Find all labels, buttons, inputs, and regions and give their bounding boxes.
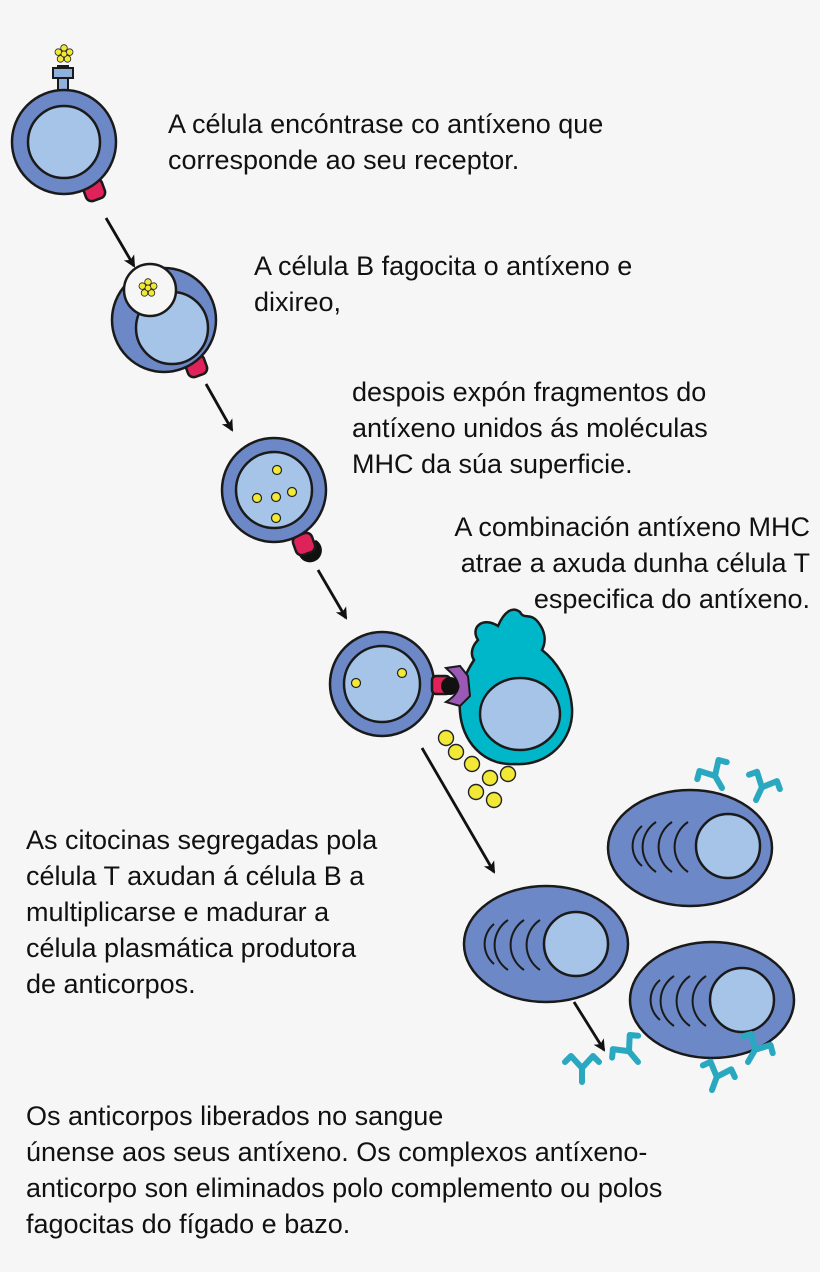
caption-line: corresponde ao seu receptor. xyxy=(168,145,520,175)
caption-step4: A combinación antíxeno MHC atrae a axuda… xyxy=(454,509,810,617)
t-helper-cell xyxy=(441,608,574,766)
caption-line: dixireo, xyxy=(254,287,342,317)
caption-line: fagocitas do fígado e bazo. xyxy=(26,1209,351,1239)
caption-line: de anticorpos. xyxy=(26,969,196,999)
b-cell-1 xyxy=(10,44,118,203)
b-cell-3 xyxy=(220,436,328,563)
caption-step1: A célula encóntrase co antíxeno que corr… xyxy=(168,106,603,178)
b-cell-nucleus xyxy=(26,104,102,180)
plasma-cell xyxy=(462,884,630,1004)
plasma-cell xyxy=(628,940,796,1060)
arrow-2 xyxy=(204,383,234,432)
caption-line: MHC da súa superficie. xyxy=(352,449,633,479)
caption-line: multiplicarse e madurar a xyxy=(26,897,330,927)
mhc-complex xyxy=(441,677,459,695)
cytokines xyxy=(437,729,517,809)
plasma-cell xyxy=(606,788,774,908)
antibody-icon xyxy=(565,1056,599,1082)
caption-line: únense aos seus antíxeno. Os complexos a… xyxy=(26,1137,648,1167)
b-cell-nucleus xyxy=(234,450,314,530)
caption-line: especifica do antíxeno. xyxy=(533,584,810,614)
antibody-icon xyxy=(696,1060,737,1096)
caption-line: anticorpo son eliminados polo complement… xyxy=(26,1173,663,1203)
caption-line: atrae a axuda dunha célula T xyxy=(460,548,810,578)
b-cell-4 xyxy=(328,630,452,738)
arrow-4 xyxy=(420,747,496,874)
caption-line: célula T axudan á célula B a xyxy=(26,861,365,891)
caption-line: A combinación antíxeno MHC xyxy=(454,512,810,542)
caption-line: A célula B fagocita o antíxeno e xyxy=(254,251,633,281)
antigen-fragment xyxy=(396,667,408,679)
antigen-fragment xyxy=(350,677,362,689)
caption-line: Os anticorpos liberados no sangue xyxy=(26,1101,444,1131)
antibody-icon xyxy=(608,1031,651,1073)
antigen-icon xyxy=(54,44,74,63)
b-cell-2 xyxy=(110,262,218,379)
caption-line: despois expón fragmentos do xyxy=(352,377,707,407)
caption-line: antíxeno unidos ás moléculas xyxy=(352,413,708,443)
caption-step3: despois expón fragmentos do antíxeno uni… xyxy=(352,374,708,482)
antigen-fragments xyxy=(251,464,298,524)
arrow-1 xyxy=(104,217,136,268)
arrow-3 xyxy=(316,569,348,620)
caption-line: A célula encóntrase co antíxeno que xyxy=(168,109,604,139)
caption-step2: A célula B fagocita o antíxeno e dixireo… xyxy=(254,248,632,320)
arrow-5 xyxy=(572,1001,606,1052)
caption-line: célula plasmática produtora xyxy=(26,933,357,963)
receptor-head xyxy=(52,67,74,79)
caption-step5: As citocinas segregadas pola célula T ax… xyxy=(26,822,377,1002)
t-cell-nucleus xyxy=(478,676,562,752)
caption-step6: Os anticorpos liberados no sangue únense… xyxy=(26,1098,662,1242)
b-cell-nucleus xyxy=(342,644,422,724)
caption-line: As citocinas segregadas pola xyxy=(26,825,378,855)
antibody-icon xyxy=(741,769,783,807)
